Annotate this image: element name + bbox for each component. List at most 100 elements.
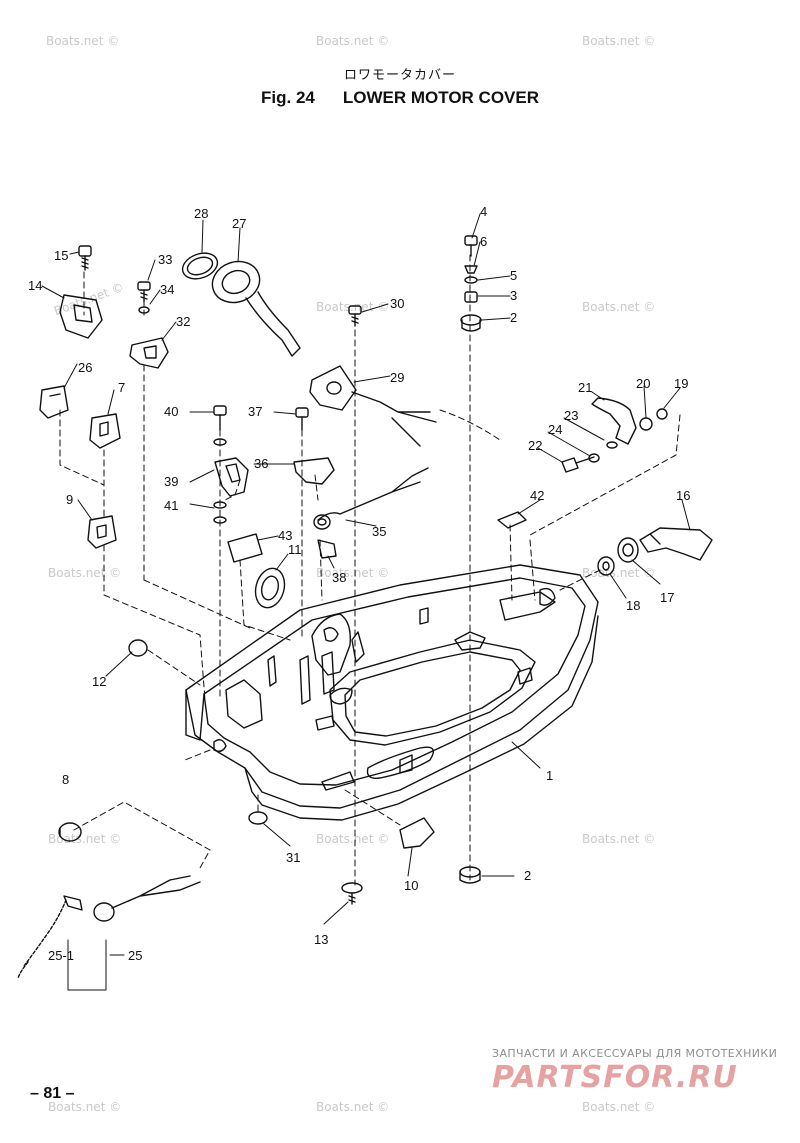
part-41-washer (213, 516, 227, 524)
callout-24: 24 (548, 422, 562, 437)
part-20-collar (639, 417, 653, 431)
watermark: Boats.net © (316, 832, 390, 846)
callout-32: 32 (176, 314, 190, 329)
part-26-connector (39, 385, 69, 419)
callout-14: 14 (28, 278, 42, 293)
part-40-washer (213, 438, 227, 446)
callout-3: 3 (510, 288, 517, 303)
callout-2: 2 (524, 868, 531, 883)
figure-title: LOWER MOTOR COVER (342, 88, 539, 107)
part-6-lockwasher (464, 265, 478, 274)
part-25-stop-switch (93, 875, 201, 922)
part-4-bolt (464, 235, 478, 257)
callout-29: 29 (390, 370, 404, 385)
callout-16: 16 (676, 488, 690, 503)
part-3-collar (464, 291, 478, 303)
watermark: Boats.net © (582, 1100, 656, 1114)
part-38-clip (317, 539, 337, 559)
part-18-bushing (597, 556, 615, 576)
callout-4: 4 (480, 204, 487, 219)
callout-28: 28 (194, 206, 208, 221)
part-23-washer (606, 441, 618, 449)
part-12-plug (128, 639, 148, 657)
part-16-handle (639, 527, 713, 561)
part-5-washer (464, 276, 478, 284)
watermark: Boats.net © (316, 34, 390, 48)
part-25-1-lanyard (17, 899, 67, 979)
callout-18: 18 (626, 598, 640, 613)
callout-43: 43 (278, 528, 292, 543)
callout-41: 41 (164, 498, 178, 513)
callout-13: 13 (314, 932, 328, 947)
part-22-bolt (561, 456, 595, 473)
callout-6: 6 (480, 234, 487, 249)
callout-25: 25 (128, 948, 142, 963)
part-31-grommet (248, 811, 268, 825)
callout-10: 10 (404, 878, 418, 893)
callout-30: 30 (390, 296, 404, 311)
part-8-cap (58, 822, 82, 842)
part-35-cable (313, 467, 429, 530)
callout-21: 21 (578, 380, 592, 395)
part-17-knob (617, 537, 639, 563)
callout-19: 19 (674, 376, 688, 391)
callout-leaders (41, 213, 691, 925)
callout-1: 1 (546, 768, 553, 783)
callout-11: 11 (288, 542, 302, 557)
watermark: Boats.net © (582, 566, 656, 580)
watermark: Boats.net © (582, 832, 656, 846)
watermark: Boats.net © (316, 1100, 390, 1114)
watermark: Boats.net © (48, 832, 122, 846)
callout-39: 39 (164, 474, 178, 489)
brand-logo: PARTSFOR.RU (492, 1060, 738, 1095)
watermark: Boats.net © (48, 1100, 122, 1114)
part-29-plate (309, 365, 437, 447)
callout-27: 27 (232, 216, 246, 231)
callout-17: 17 (660, 590, 674, 605)
callout-8: 8 (62, 772, 69, 787)
callout-34: 34 (160, 282, 174, 297)
lower-cover-body (185, 564, 599, 821)
watermark: Boats.net © (46, 34, 120, 48)
part-13-bolt (341, 882, 363, 905)
callout-15: 15 (54, 248, 68, 263)
callout-2: 2 (510, 310, 517, 325)
callout-20: 20 (636, 376, 650, 391)
brand-subtitle: ЗАПЧАСТИ И АКСЕССУАРЫ ДЛЯ МОТОТЕХНИКИ (492, 1047, 778, 1060)
callout-labels: 1 2 2 3 4 5 6 7 8 9 10 11 12 13 14 15 16… (28, 204, 690, 963)
part-15-bolt (78, 245, 92, 271)
callout-22: 22 (528, 438, 542, 453)
callout-40: 40 (164, 404, 178, 419)
callout-25-1: 25-1 (48, 948, 74, 963)
watermark: Boats.net © (316, 300, 390, 314)
part-19-washer (656, 408, 668, 420)
part-21-lever (591, 397, 637, 445)
part-27-grommet (211, 260, 301, 357)
part-33-bolt (137, 281, 151, 303)
part-11-grommet (254, 567, 286, 609)
part-25-1-clip (63, 895, 83, 911)
assembly-leader-lines (59, 254, 681, 886)
figure-title-line: Fig. 24 LOWER MOTOR COVER (0, 88, 800, 108)
watermark: Boats.net © (582, 34, 656, 48)
part-39-bracket (214, 457, 249, 497)
callout-42: 42 (530, 488, 544, 503)
callout-5: 5 (510, 268, 517, 283)
japanese-title: ロワモータカバー (343, 68, 456, 83)
part-2-grommet-bottom (459, 866, 481, 884)
part-41-washer (213, 501, 227, 509)
part-37-screw (295, 407, 309, 431)
figure-number: Fig. 24 (261, 88, 315, 107)
callout-12: 12 (92, 674, 106, 689)
page-number: – 81 – (30, 1085, 75, 1102)
part-36-clamp (293, 457, 335, 485)
callout-23: 23 (564, 408, 578, 423)
part-24-lockwasher (588, 453, 600, 463)
callout-33: 33 (158, 252, 172, 267)
callout-9: 9 (66, 492, 73, 507)
callout-31: 31 (286, 850, 300, 865)
part-9-switch (87, 515, 117, 549)
callout-7: 7 (118, 380, 125, 395)
part-40-bolt (213, 405, 227, 431)
